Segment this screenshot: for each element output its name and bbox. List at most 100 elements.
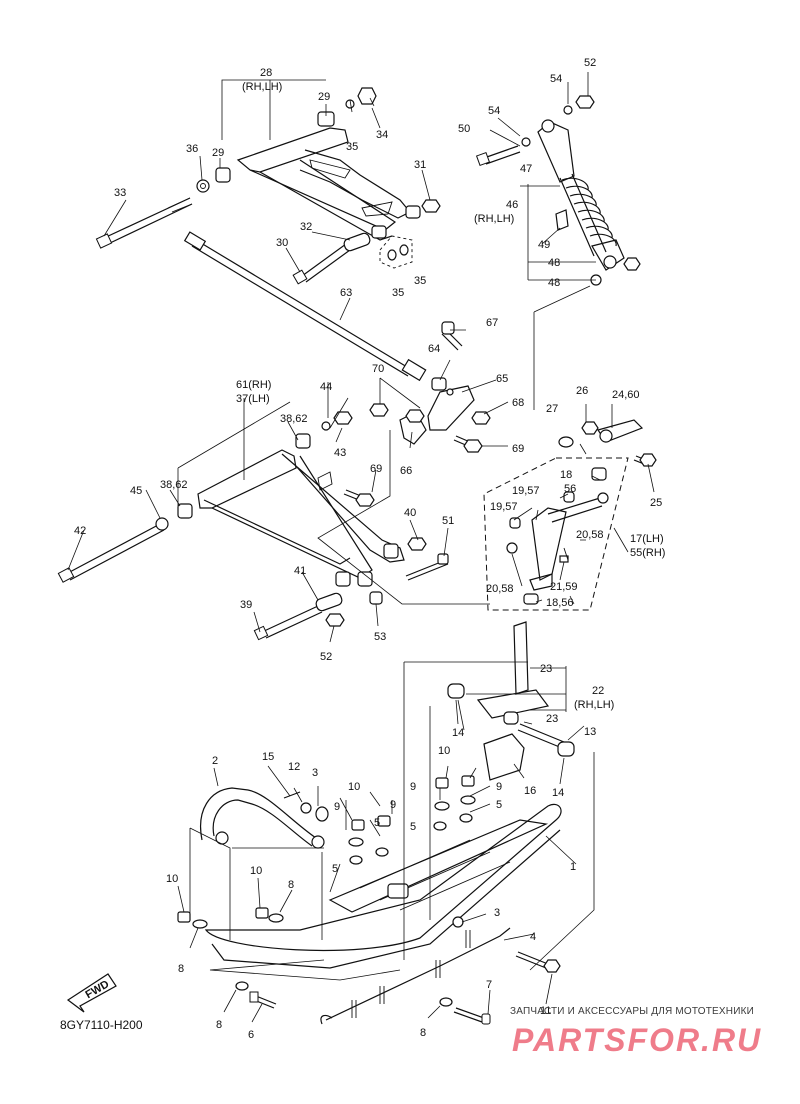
callout-19-57: 19,57 xyxy=(512,485,540,497)
callout-19-57: 19,57 xyxy=(490,501,518,513)
callout-45: 45 xyxy=(130,485,142,497)
callout-3: 3 xyxy=(494,907,500,919)
fwd-label: FWD xyxy=(84,978,112,1001)
callout-61: 61(RH) xyxy=(236,379,271,391)
callout-8: 8 xyxy=(216,1019,222,1031)
callout-16: 16 xyxy=(524,785,536,797)
callout-10: 10 xyxy=(348,781,360,793)
callout-54: 54 xyxy=(550,73,562,85)
callout-56: 56 xyxy=(564,483,576,495)
callout-30: 30 xyxy=(276,237,288,249)
callout-54: 54 xyxy=(488,105,500,117)
callout-64: 64 xyxy=(428,343,440,355)
callout-34: 34 xyxy=(376,129,388,141)
callout-46: 46 xyxy=(506,199,518,211)
callout-55: 55(RH) xyxy=(630,547,665,559)
fwd-arrow: FWD xyxy=(66,973,117,1013)
callout-48: 48 xyxy=(548,277,560,289)
callout-32: 32 xyxy=(300,221,312,233)
callout-52: 52 xyxy=(584,57,596,69)
callout-35: 35 xyxy=(414,275,426,287)
callout-15: 15 xyxy=(262,751,274,763)
ski-handle xyxy=(200,787,325,849)
callout-23: 23 xyxy=(540,663,552,675)
callout-21-59: 21,59 xyxy=(550,581,578,593)
callout-13: 13 xyxy=(584,726,596,738)
lower-a-arm xyxy=(177,433,405,587)
callout-18-56: 18,56 xyxy=(546,597,574,609)
callout-38-62: 38,62 xyxy=(280,413,308,425)
callout-39: 39 xyxy=(240,599,252,611)
callout-8: 8 xyxy=(178,963,184,975)
callout-53: 53 xyxy=(374,631,386,643)
callout-67: 67 xyxy=(486,317,498,329)
callout-8: 8 xyxy=(288,879,294,891)
callout-42: 42 xyxy=(74,525,86,537)
callout-6: 6 xyxy=(248,1029,254,1041)
callout-9: 9 xyxy=(334,801,340,813)
callout-12: 12 xyxy=(288,761,300,773)
watermark-tagline: ЗАПЧАСТИ И АКСЕССУАРЫ ДЛЯ МОТОТЕХНИКИ xyxy=(510,1006,755,1017)
callout-46-sub: (RH,LH) xyxy=(474,213,514,225)
callout-14: 14 xyxy=(452,727,464,739)
callout-17: 17(LH) xyxy=(630,533,664,545)
callout-10: 10 xyxy=(166,873,178,885)
callout-63: 63 xyxy=(340,287,352,299)
callout-5: 5 xyxy=(332,863,338,875)
callout-26: 26 xyxy=(576,385,588,397)
callout-50: 50 xyxy=(458,123,470,135)
callout-23: 23 xyxy=(546,713,558,725)
callout-5: 5 xyxy=(496,799,502,811)
callout-48: 48 xyxy=(548,257,560,269)
callout-5: 5 xyxy=(374,817,380,829)
callout-10: 10 xyxy=(250,865,262,877)
bolt-33 xyxy=(95,197,193,249)
callout-35: 35 xyxy=(346,141,358,153)
watermark-logo: PARTSFOR.RU xyxy=(512,1022,763,1058)
steering-arm xyxy=(427,321,491,453)
callout-31: 31 xyxy=(414,159,426,171)
callout-69: 69 xyxy=(512,443,524,455)
spindle-group xyxy=(483,457,629,611)
callout-22: 22 xyxy=(592,685,604,697)
callout-41: 41 xyxy=(294,565,306,577)
callout-9: 9 xyxy=(410,781,416,793)
spindle-ski-saddle xyxy=(447,621,575,781)
callout-37: 37(LH) xyxy=(236,393,270,405)
callout-20-58: 20,58 xyxy=(576,529,604,541)
callout-51: 51 xyxy=(442,515,454,527)
callout-9: 9 xyxy=(390,799,396,811)
callout-44: 44 xyxy=(320,381,332,393)
callout-4: 4 xyxy=(530,931,536,943)
callout-5: 5 xyxy=(410,821,416,833)
callout-66: 66 xyxy=(400,465,412,477)
callout-22-sub: (RH,LH) xyxy=(574,699,614,711)
callout-70: 70 xyxy=(372,363,384,375)
callout-10: 10 xyxy=(438,745,450,757)
upper-a-arm xyxy=(215,111,421,241)
callout-27: 27 xyxy=(546,403,558,415)
callout-28: 28 xyxy=(260,67,272,79)
callout-28-sub: (RH,LH) xyxy=(242,81,282,93)
callout-18: 18 xyxy=(560,469,572,481)
callout-36: 36 xyxy=(186,143,198,155)
ski xyxy=(204,803,562,1025)
callout-29: 29 xyxy=(318,91,330,103)
callout-43: 43 xyxy=(334,447,346,459)
callout-69: 69 xyxy=(370,463,382,475)
callout-38-62: 38,62 xyxy=(160,479,188,491)
ski-fasteners xyxy=(177,775,476,1018)
shock-absorber xyxy=(537,119,625,271)
callout-25: 25 xyxy=(650,497,662,509)
diagram-code: 8GY7110-H200 xyxy=(60,1018,143,1032)
callout-20-58: 20,58 xyxy=(486,583,514,595)
callout-47: 47 xyxy=(520,163,532,175)
callout-7: 7 xyxy=(486,979,492,991)
callout-11: 11 xyxy=(540,1005,551,1017)
callout-52: 52 xyxy=(320,651,332,663)
callout-24-60: 24,60 xyxy=(612,389,640,401)
leader-lines xyxy=(67,72,655,1023)
tie-rod xyxy=(183,231,427,382)
callout-68: 68 xyxy=(512,397,524,409)
